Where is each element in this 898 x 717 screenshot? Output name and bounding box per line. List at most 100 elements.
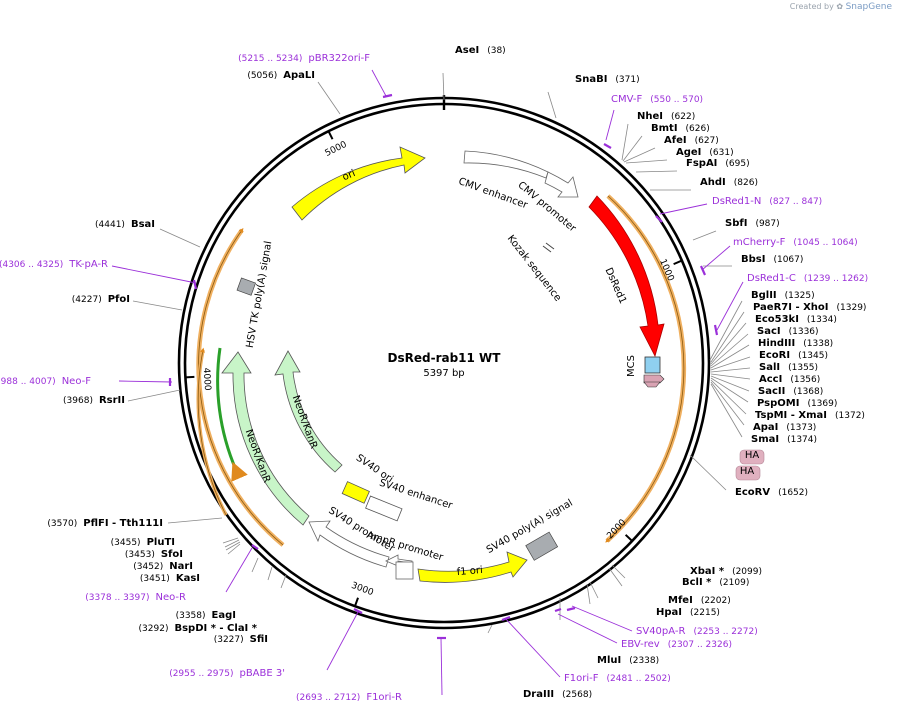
enzyme-site[interactable]: DraIII(2568) <box>523 689 592 700</box>
primer-label[interactable]: mCherry-F(1045 .. 1064) <box>733 237 858 248</box>
enzyme-site[interactable]: BmtI(626) <box>651 123 710 134</box>
enzyme-name: EcoRV <box>735 487 770 498</box>
feature-sv40-promoter[interactable] <box>308 520 390 568</box>
feature-kozak[interactable] <box>542 245 552 253</box>
primer-site-mark[interactable] <box>382 93 393 99</box>
enzyme-site[interactable]: ApaLI(5056) <box>247 70 315 81</box>
feature-mcs-arrow-1 <box>643 374 665 384</box>
enzyme-site[interactable]: BspDI * - ClaI * (3292) <box>139 623 258 634</box>
feature-hsv-tk-box[interactable] <box>236 277 257 296</box>
enzyme-site[interactable]: XbaI *(2099) <box>690 566 762 577</box>
primer-label[interactable]: pBR322ori-F(5215 .. 5234) <box>238 53 370 64</box>
enzyme-site[interactable]: SalI(1355) <box>759 362 818 373</box>
enzyme-site[interactable]: AhdI(826) <box>700 177 758 188</box>
enzyme-site[interactable]: PfoI(4227) <box>72 294 130 305</box>
feature-f1-ori[interactable] <box>417 551 528 583</box>
enzyme-name: ApaI <box>753 422 778 433</box>
primer-site-mark[interactable] <box>251 544 259 550</box>
enzyme-name: PfoI <box>108 294 130 305</box>
enzyme-site[interactable]: SfiI(3227) <box>214 634 268 645</box>
primer-label[interactable]: pBABE 3'(2955 .. 2975) <box>169 668 285 679</box>
feature-mcs[interactable] <box>644 356 661 374</box>
feature-sv40-polya-box[interactable] <box>525 531 559 561</box>
enzyme-site[interactable]: EcoRI(1345) <box>759 350 828 361</box>
enzyme-site[interactable]: SbfI(987) <box>725 218 780 229</box>
enzyme-site[interactable]: BbsI(1067) <box>741 254 803 265</box>
enzyme-site[interactable]: AgeI(631) <box>676 147 734 158</box>
primer-label[interactable]: EBV-rev(2307 .. 2326) <box>621 639 732 650</box>
enzyme-site[interactable]: PspOMI(1369) <box>757 398 837 409</box>
feature-cmv-promoter[interactable] <box>544 171 579 198</box>
enzyme-site[interactable]: NheI(622) <box>637 111 695 122</box>
enzyme-site[interactable]: SacI(1336) <box>757 326 819 337</box>
primer-site-mark[interactable] <box>566 606 576 612</box>
feature-dsred1[interactable] <box>588 195 665 358</box>
primer-label[interactable]: DsRed1-N(827 .. 847) <box>712 196 822 207</box>
enzyme-site[interactable]: KasI(3451) <box>140 573 200 584</box>
enzyme-site[interactable]: BsaI(4441) <box>95 219 155 230</box>
enzyme-site[interactable]: SacII(1368) <box>758 386 823 397</box>
enzyme-site[interactable]: AfeI(627) <box>664 135 719 146</box>
feature-cmv-enhancer[interactable] <box>463 150 549 179</box>
primer-label[interactable]: F1ori-F(2481 .. 2502) <box>564 673 671 684</box>
primer-label[interactable]: Neo-F(3988 .. 4007) <box>0 376 91 387</box>
enzyme-leader-line <box>167 517 223 524</box>
enzyme-site[interactable]: PaeR7I - XhoI(1329) <box>753 302 866 313</box>
primer-site-mark[interactable] <box>603 143 612 149</box>
enzyme-position: (38) <box>487 46 505 56</box>
enzyme-site[interactable]: BclI *(2109) <box>682 577 749 588</box>
enzyme-site[interactable]: SfoI(3453) <box>125 549 183 560</box>
primer-label[interactable]: Neo-R(3378 .. 3397) <box>85 592 186 603</box>
enzyme-site[interactable]: HpaI(2215) <box>656 607 720 618</box>
primer-label[interactable]: SV40pA-R(2253 .. 2272) <box>636 626 758 637</box>
primer-site-mark[interactable] <box>713 324 719 336</box>
feature-ha-2[interactable] <box>735 465 761 481</box>
primer-site-mark[interactable] <box>554 607 562 613</box>
enzyme-site[interactable]: TspMI - XmaI(1372) <box>755 410 865 421</box>
feature-ha-1[interactable] <box>739 449 765 465</box>
enzyme-position: (4441) <box>95 220 125 230</box>
primer-site-mark[interactable] <box>699 265 707 276</box>
enzyme-site[interactable]: MfeI(2202) <box>668 595 731 606</box>
enzyme-site[interactable]: EcoRV(1652) <box>735 487 808 498</box>
primer-site-mark[interactable] <box>655 215 663 223</box>
enzyme-site[interactable]: NarI(3452) <box>133 561 193 572</box>
enzyme-name: MluI <box>597 655 621 666</box>
primer-leader-line <box>440 637 443 696</box>
feature-ori[interactable] <box>291 146 426 221</box>
feature-neor-kanr-outer[interactable] <box>221 351 310 526</box>
enzyme-site[interactable]: MluI(2338) <box>597 655 659 666</box>
primer-site-mark[interactable] <box>192 279 198 290</box>
primer-label[interactable]: DsRed1-C(1239 .. 1262) <box>747 273 868 284</box>
enzyme-site[interactable]: RsrII(3968) <box>63 395 125 406</box>
primer-label[interactable]: F1ori-R(2693 .. 2712) <box>296 692 402 703</box>
primer-site-mark[interactable] <box>501 615 511 622</box>
primer-label[interactable]: CMV-F(550 .. 570) <box>611 94 703 105</box>
primer-name: mCherry-F <box>733 237 786 248</box>
enzyme-position: (3227) <box>214 635 244 645</box>
enzyme-site[interactable]: ApaI(1373) <box>753 422 816 433</box>
feature-neor-kanr-inner[interactable] <box>274 350 343 473</box>
primer-label[interactable]: TK-pA-R(4306 .. 4325) <box>0 259 108 270</box>
primer-position: (2253 .. 2272) <box>693 627 757 637</box>
primer-leader-line <box>504 617 561 678</box>
enzyme-position: (3292) <box>139 624 169 634</box>
enzyme-site[interactable]: EagI(3358) <box>176 610 236 621</box>
enzyme-position: (5056) <box>247 71 277 81</box>
feature-sv40-enhancer[interactable] <box>365 495 403 522</box>
enzyme-site[interactable]: BglII(1325) <box>751 290 815 301</box>
enzyme-site[interactable]: AseI(38) <box>455 45 506 56</box>
enzyme-name: BspDI * - ClaI * <box>174 623 257 634</box>
feature-sv40-ori[interactable] <box>341 481 370 504</box>
enzyme-site[interactable]: SnaBI(371) <box>575 74 640 85</box>
enzyme-site[interactable]: FspAI(695) <box>686 158 750 169</box>
enzyme-site[interactable]: SmaI(1374) <box>751 434 817 445</box>
primer-site-mark[interactable] <box>353 608 363 614</box>
enzyme-site[interactable]: HindIII(1338) <box>758 338 833 349</box>
enzyme-site[interactable]: AccI(1356) <box>759 374 820 385</box>
enzyme-site[interactable]: Eco53kI(1334) <box>755 314 837 325</box>
enzyme-site[interactable]: PflFI - Tth111I(3570) <box>47 518 163 529</box>
enzyme-site[interactable]: PluTI(3455) <box>111 537 175 548</box>
primer-position: (2481 .. 2502) <box>606 674 670 684</box>
